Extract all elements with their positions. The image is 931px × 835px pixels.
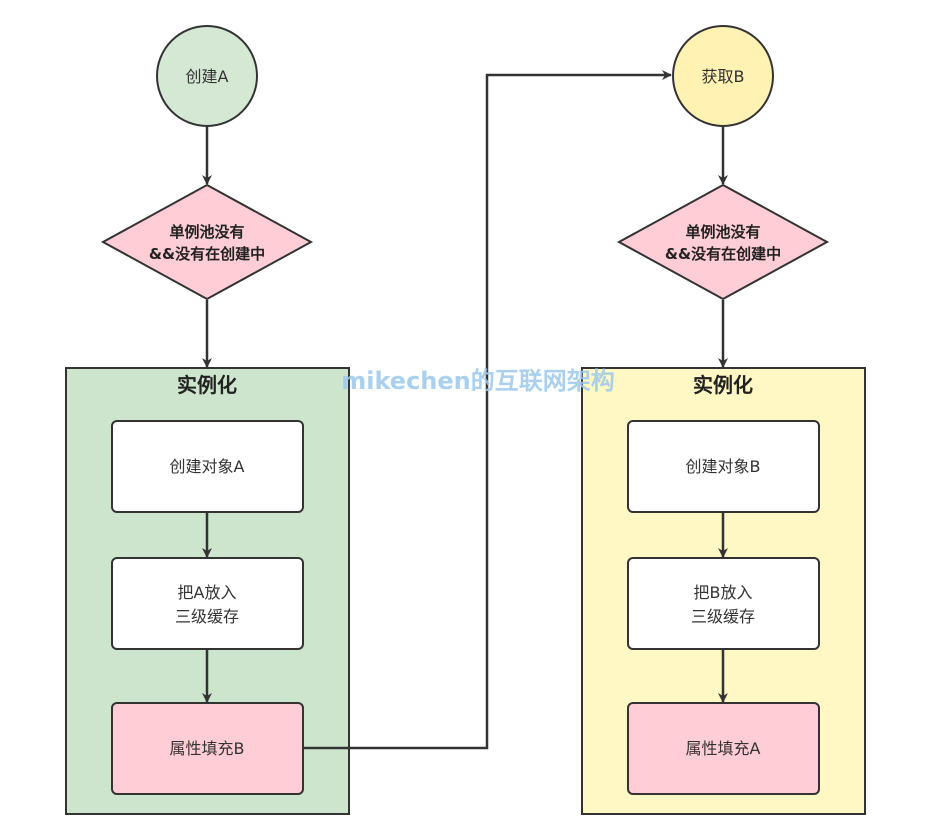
right-step-put-cache-line2: 三级缓存: [691, 607, 755, 626]
right-check-line2: &&没有在创建中: [665, 245, 781, 263]
left-step-put-cache-line2: 三级缓存: [175, 607, 239, 626]
left-start-circle: [156, 25, 258, 127]
left-step-populate-label: 属性填充B: [170, 739, 245, 758]
right-start-circle: [672, 25, 774, 127]
right-step-create-object-label: 创建对象B: [686, 457, 761, 476]
arrow-populate-b-to-get-b: [303, 70, 672, 750]
right-step-populate: [627, 702, 820, 795]
right-step-populate-label: 属性填充A: [686, 739, 761, 758]
left-start-label: 创建A: [186, 67, 229, 86]
right-check-line1: 单例池没有: [685, 223, 760, 241]
right-step-put-cache: [627, 557, 820, 650]
left-check-line2: &&没有在创建中: [149, 245, 265, 263]
right-check-diamond: [616, 183, 830, 301]
right-start-label: 获取B: [702, 67, 745, 86]
right-step-create-object: [627, 420, 820, 513]
left-container-title: 实例化: [177, 373, 237, 397]
left-step-create-object: [111, 420, 304, 513]
left-check-line1: 单例池没有: [169, 223, 244, 241]
left-check-diamond: [100, 183, 314, 301]
left-step-create-object-label: 创建对象A: [170, 457, 245, 476]
watermark: mikechen的互联网架构: [341, 367, 615, 395]
left-step-put-cache: [111, 557, 304, 650]
left-step-put-cache-line1: 把A放入: [178, 583, 237, 602]
right-container-title: 实例化: [693, 373, 753, 397]
right-step-put-cache-line1: 把B放入: [694, 583, 753, 602]
